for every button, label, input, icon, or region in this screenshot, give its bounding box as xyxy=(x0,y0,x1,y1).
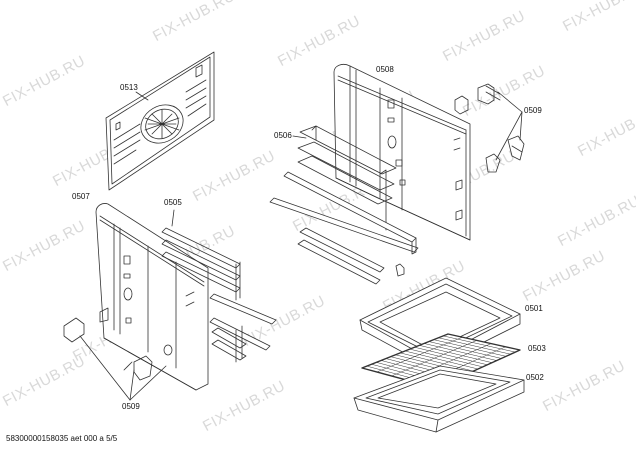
grid-wire xyxy=(399,352,474,372)
grid-wire xyxy=(414,346,488,366)
leader-line xyxy=(171,209,175,227)
document-footer: 58300000158035 aet 000 a 5/5 xyxy=(6,434,118,443)
mounting-clips-top xyxy=(454,83,525,173)
grid-wire xyxy=(428,341,502,359)
deep-tray xyxy=(353,365,525,433)
part-label-0509-top: 0509 xyxy=(524,106,542,115)
part-label-0513: 0513 xyxy=(120,83,138,92)
part-label-0502: 0502 xyxy=(526,373,544,382)
leader-line xyxy=(129,369,135,401)
part-label-0503: 0503 xyxy=(528,344,546,353)
leader-line xyxy=(497,91,523,113)
fan-cover-panel xyxy=(105,51,215,191)
grid-wire xyxy=(442,335,516,353)
leader-line xyxy=(519,111,523,141)
part-label-0506: 0506 xyxy=(274,131,292,140)
part-label-0509-bottom: 0509 xyxy=(122,402,140,411)
right-rack-rails xyxy=(269,125,419,285)
right-side-wall xyxy=(333,64,471,241)
left-side-wall xyxy=(95,203,209,391)
part-label-0508: 0508 xyxy=(376,65,394,74)
grid-wire xyxy=(391,340,478,377)
part-label-0505: 0505 xyxy=(164,198,182,207)
leader-line xyxy=(292,135,307,139)
grid-wire xyxy=(423,343,497,361)
part-label-0507: 0507 xyxy=(72,192,90,201)
part-label-0501: 0501 xyxy=(525,304,543,313)
grid-wire xyxy=(433,339,507,357)
grid-wire xyxy=(376,336,463,373)
leader-line xyxy=(79,335,131,401)
left-rack-rails xyxy=(161,227,277,363)
grid-wire xyxy=(438,337,511,355)
grid-wire xyxy=(404,350,479,370)
leader-line xyxy=(135,91,149,101)
leader-line xyxy=(495,111,523,161)
grid-wire xyxy=(419,345,493,363)
grid-wire xyxy=(409,348,483,368)
leader-line xyxy=(129,365,167,401)
